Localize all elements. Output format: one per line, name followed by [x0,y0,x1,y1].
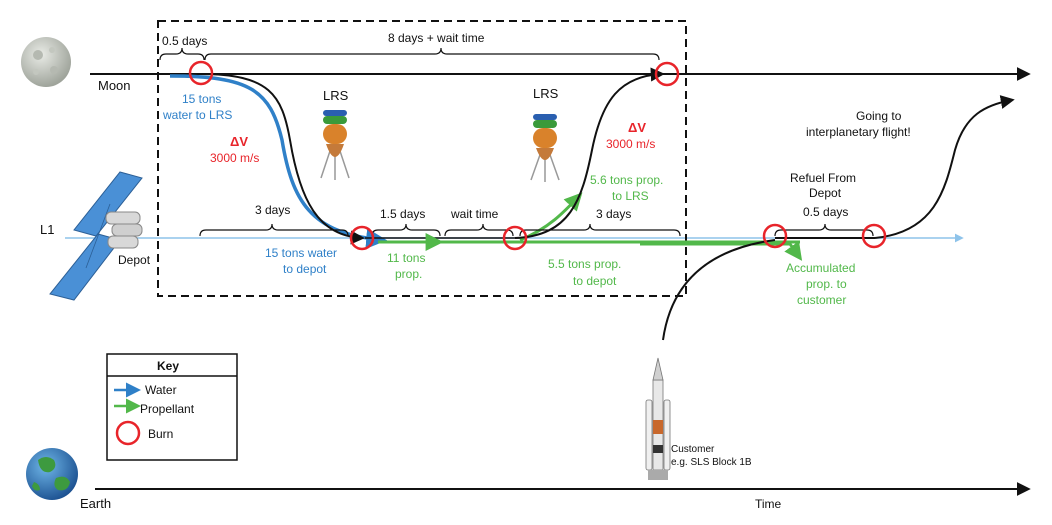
brace-15-days [371,223,441,237]
propellant-56-tons-line2: to LRS [612,189,649,203]
propellant-55-tons-line1: 5.5 tons prop. [548,257,621,271]
legend-title: Key [157,359,179,373]
water-to-lrs-line1: 15 tons [182,92,221,106]
legend-propellant-label: Propellant [140,402,195,416]
customer-rocket-icon [645,357,671,480]
going-interplanetary-line2: interplanetary flight! [806,125,911,139]
water-to-depot-line2: to depot [283,262,327,276]
delta-v-left-value: 3000 m/s [210,151,259,165]
burn-circle-moon-arrival [654,61,680,87]
burn-circle-customer-departure [861,223,887,249]
duration-8-days: 8 days + wait time [388,31,485,45]
legend-water-label: Water [145,383,177,397]
water-path-moon-to-depot [169,74,388,250]
lrs-trajectory-down [199,73,365,245]
legend-burn-circle [115,420,141,446]
brace-3-days-left [199,223,349,237]
propellant-to-lrs-arrow [519,192,583,242]
depot-satellite-icon [49,171,143,301]
refuel-label-line2: Depot [809,186,842,200]
brace-8-days [204,47,660,61]
earth-icon [26,448,78,500]
burn-circle-customer-arrival [762,223,788,249]
burn-circle-moon-departure [188,60,214,86]
legend-burn-label: Burn [148,427,173,441]
lrs-lander-icon-right [530,114,560,182]
earth-label: Earth [80,496,111,511]
propellant-to-customer-arrow [640,241,803,261]
water-to-lrs-line2: water to LRS [162,108,232,122]
customer-label-line2: e.g. SLS Block 1B [671,457,752,468]
burn-circle-l1-departure [502,225,528,251]
l1-label: L1 [40,222,54,237]
depot-label: Depot [118,253,151,267]
accumulated-prop-line2: prop. to [806,277,847,291]
brace-05-days-top [159,47,205,61]
water-to-depot-line1: 15 tons water [265,246,337,260]
duration-3-days-right: 3 days [596,207,631,221]
duration-wait-time: wait time [450,207,499,221]
propellant-55-tons-line2: to depot [573,274,617,288]
duration-05-days-top: 0.5 days [162,34,207,48]
duration-05-days-refuel: 0.5 days [803,205,848,219]
lunar-mission-box [157,20,687,297]
time-label: Time [755,497,782,511]
lrs-label-left: LRS [323,88,349,103]
duration-3-days-left: 3 days [255,203,290,217]
going-interplanetary-line1: Going to [856,109,902,123]
duration-15-days: 1.5 days [380,207,425,221]
moon-icon [21,37,71,87]
accumulated-prop-line1: Accumulated [786,261,855,275]
legend-key: Key Water Propellant Burn [106,353,238,461]
accumulated-prop-line3: customer [797,293,846,307]
brace-05-days-refuel [774,223,874,237]
propellant-56-tons-line1: 5.6 tons prop. [590,173,663,187]
lrs-trajectory-up [514,67,665,239]
refuel-label-line1: Refuel From [790,171,856,185]
propellant-11-tons-line2: prop. [395,267,422,281]
customer-label-line1: Customer [671,444,715,455]
propellant-11-tons-line1: 11 tons [387,251,425,265]
burn-circle-l1-arrival [349,225,375,251]
delta-v-right-value: 3000 m/s [606,137,655,151]
lrs-lander-icon-left [320,110,350,180]
lrs-label-right: LRS [533,86,559,101]
delta-v-left-symbol: ΔV [230,134,248,149]
delta-v-right-symbol: ΔV [628,120,646,135]
customer-departure-trajectory [874,95,1015,239]
customer-ascent-trajectory [662,239,776,341]
brace-wait-time [444,223,514,237]
moon-label: Moon [98,78,131,93]
